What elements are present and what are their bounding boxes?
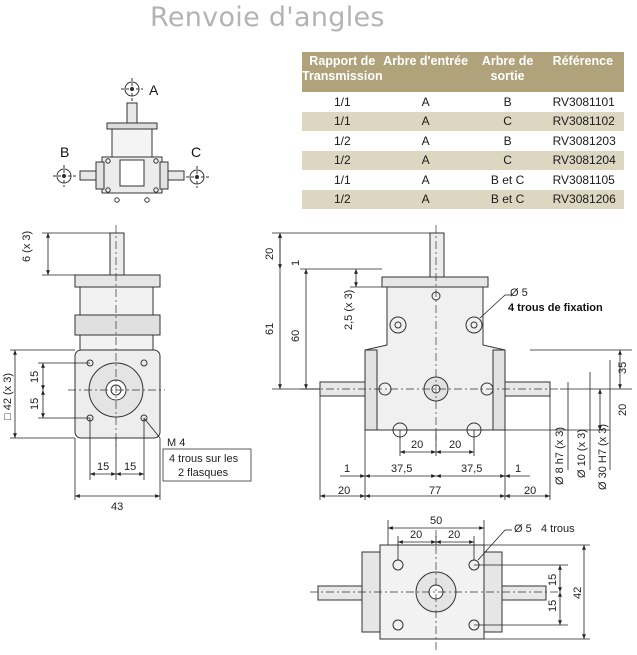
cell-entree: A xyxy=(382,131,469,151)
dim-15-bv-lower: 15 xyxy=(547,600,559,612)
cell-reference: RV3081102 xyxy=(546,111,624,131)
dim-42-bv: 42 xyxy=(572,587,584,599)
front-view-dimensions xyxy=(272,232,632,500)
dim-37-5-right: 37,5 xyxy=(461,463,482,475)
table-row: 1/1 A C RV3081102 xyxy=(302,111,624,131)
side-view xyxy=(68,225,165,445)
rotation-symbol-b xyxy=(53,165,78,187)
table-header-row: Rapport de Transmission Arbre d'entrée A… xyxy=(302,52,624,92)
cell-rapport: 1/2 xyxy=(302,131,383,151)
note-m4-line2: 2 flasques xyxy=(178,467,229,479)
shaft-label-b: B xyxy=(60,144,69,160)
cell-rapport: 1/2 xyxy=(302,189,383,209)
cell-entree: A xyxy=(382,150,469,170)
cell-entree: A xyxy=(382,92,469,112)
dim-20-right: 20 xyxy=(617,404,629,416)
cell-rapport: 1/2 xyxy=(302,150,383,170)
cell-rapport: 1/1 xyxy=(302,111,383,131)
dim-20-front-left: 20 xyxy=(411,439,423,451)
cell-entree: A xyxy=(382,170,469,190)
cell-reference: RV3081105 xyxy=(546,170,624,190)
cell-reference: RV3081204 xyxy=(546,150,624,170)
dim-1-left: 1 xyxy=(344,463,350,475)
cell-reference: RV3081206 xyxy=(546,189,624,209)
header-arbre-sortie: Arbre de sortie xyxy=(468,52,547,92)
cell-reference: RV3081203 xyxy=(546,131,624,151)
dim-20-bv-left: 20 xyxy=(410,529,422,541)
label-dia5-fixation: Ø 5 xyxy=(510,287,528,299)
header-reference: Référence xyxy=(546,52,624,92)
rotation-symbol-c xyxy=(186,166,209,188)
cell-sortie: C xyxy=(468,111,547,131)
label-m4: M 4 xyxy=(167,437,185,449)
dim-20-top: 20 xyxy=(264,248,276,260)
cell-entree: A xyxy=(382,111,469,131)
header-rapport: Rapport de Transmission xyxy=(302,52,383,92)
cell-sortie: B et C xyxy=(468,189,547,209)
dim-35: 35 xyxy=(617,362,629,374)
dim-20-front-right: 20 xyxy=(449,439,461,451)
dim-60: 60 xyxy=(290,330,302,342)
shaft-schematic xyxy=(53,78,209,203)
label-4-trous: 4 trous xyxy=(541,523,575,535)
page-title: Renvoie d'angles xyxy=(150,2,385,33)
table-row: 1/1 A B et C RV3081105 xyxy=(302,170,624,190)
front-view xyxy=(310,225,560,445)
dim-50: 50 xyxy=(430,515,442,527)
bottom-view-dimensions xyxy=(387,520,590,640)
dim-15-upper: 15 xyxy=(29,371,41,383)
dim-15-right: 15 xyxy=(124,461,136,473)
table-row: 1/2 A B RV3081203 xyxy=(302,131,624,151)
dim-2-5x3: 2,5 (x 3) xyxy=(343,290,355,330)
cell-rapport: 1/1 xyxy=(302,170,383,190)
cell-sortie: B xyxy=(468,131,547,151)
dim-15-bv-upper: 15 xyxy=(547,574,559,586)
bottom-view xyxy=(310,530,560,650)
label-fixation-holes: 4 trous de fixation xyxy=(508,302,603,314)
dim-dia10: Ø 10 (x 3) xyxy=(576,429,588,478)
cell-sortie: C xyxy=(468,150,547,170)
reference-table: Rapport de Transmission Arbre d'entrée A… xyxy=(302,52,624,209)
dim-77: 77 xyxy=(429,485,441,497)
dim-dia30-h7: Ø 30 H7 (x 3) xyxy=(597,424,609,490)
dim-15-lower: 15 xyxy=(29,398,41,410)
dim-1-right: 1 xyxy=(515,463,521,475)
dim-dia8-h7: Ø 8 h7 (x 3) xyxy=(554,427,566,485)
dim-37-5-left: 37,5 xyxy=(391,463,412,475)
dim-1-top: 1 xyxy=(290,260,302,266)
dim-6x3: 6 (x 3) xyxy=(21,231,33,262)
cell-rapport: 1/1 xyxy=(302,92,383,112)
cell-sortie: B xyxy=(468,92,547,112)
dim-square-42x3: □ 42 (x 3) xyxy=(2,373,14,420)
dim-61: 61 xyxy=(264,323,276,335)
cell-reference: RV3081101 xyxy=(546,92,624,112)
shaft-label-c: C xyxy=(191,144,201,160)
side-view-dimensions xyxy=(10,232,161,500)
shaft-label-a: A xyxy=(149,82,159,98)
dim-20-bv-right: 20 xyxy=(448,529,460,541)
dim-20-bottom-right: 20 xyxy=(524,485,536,497)
dim-43: 43 xyxy=(111,501,123,513)
cell-entree: A xyxy=(382,189,469,209)
note-m4-line1: 4 trous sur les xyxy=(169,453,239,465)
note-box-m4 xyxy=(162,448,252,482)
dim-15-left: 15 xyxy=(97,461,109,473)
label-dia5-bv: Ø 5 xyxy=(514,523,532,535)
table-row: 1/2 A C RV3081204 xyxy=(302,150,624,170)
cell-sortie: B et C xyxy=(468,170,547,190)
dim-20-bottom-left: 20 xyxy=(338,485,350,497)
table-row: 1/1 A B RV3081101 xyxy=(302,92,624,112)
table-row: 1/2 A B et C RV3081206 xyxy=(302,189,624,209)
rotation-symbol-a xyxy=(121,78,143,101)
header-arbre-entree: Arbre d'entrée xyxy=(382,52,469,92)
